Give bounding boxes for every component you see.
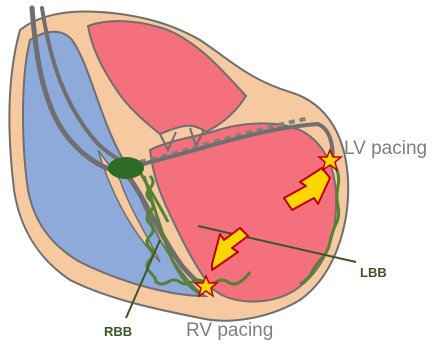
av-node <box>108 157 144 179</box>
lbb-label: LBB <box>360 265 387 280</box>
lv-pacing-label: LV pacing <box>344 138 427 159</box>
rbb-label: RBB <box>104 324 132 339</box>
rv-pacing-label: RV pacing <box>186 320 273 341</box>
